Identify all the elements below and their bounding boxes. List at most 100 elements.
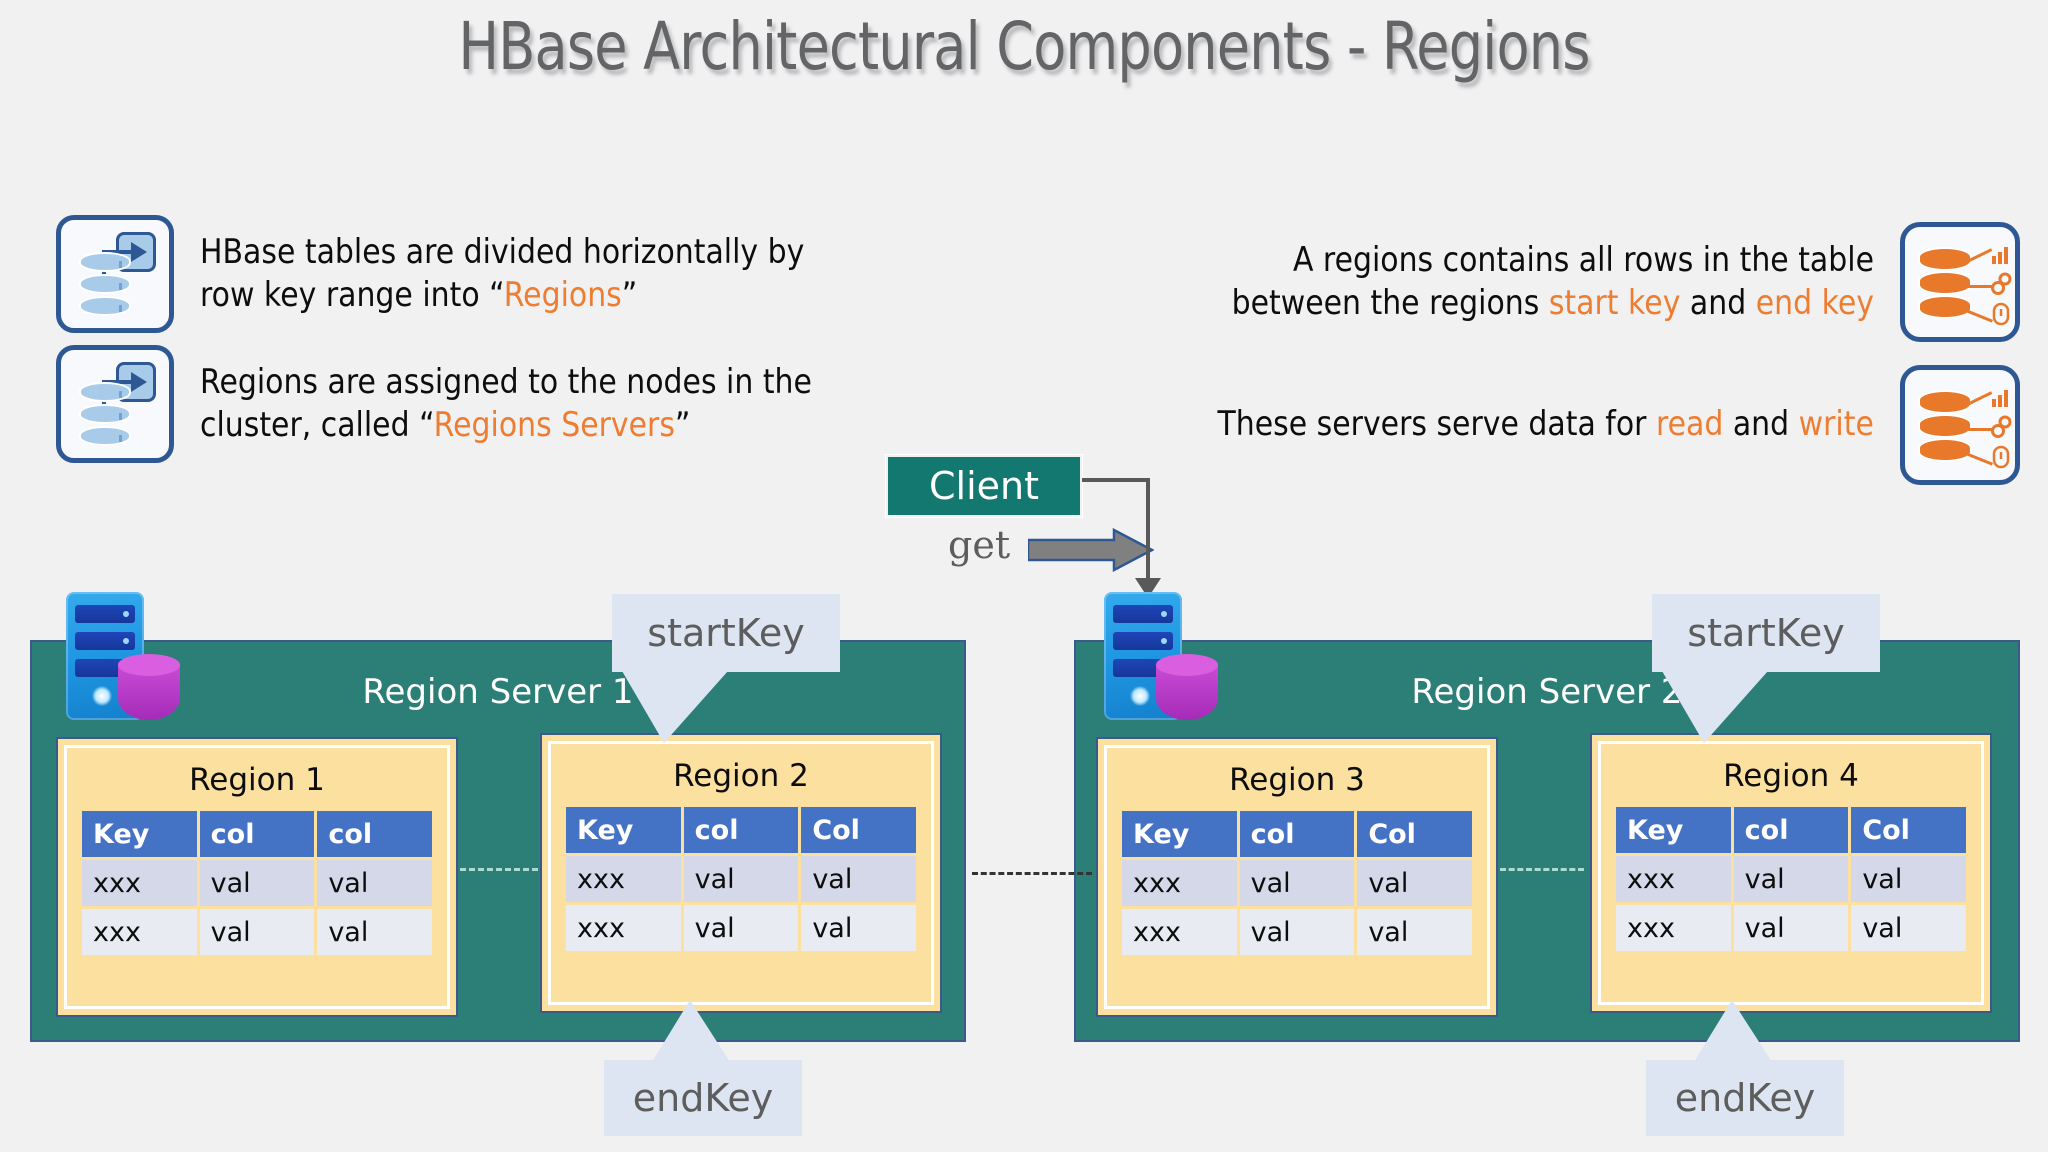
region-server-2-title: Region Server 2: [1411, 672, 1683, 712]
region-link-dashes-2: [1500, 868, 1584, 871]
table-row: xxx val val: [1616, 905, 1966, 951]
bullet-right-2-line1: These servers serve data for read and wr…: [1218, 403, 1874, 446]
highlight-regions: Regions: [503, 275, 622, 315]
cell-key: xxx: [1122, 909, 1237, 955]
region-3-card: Region 3 Key col Col xxx val val: [1096, 737, 1498, 1017]
server-tower-icon: [1098, 592, 1218, 727]
region-1-card: Region 1 Key col col xxx val val: [56, 737, 458, 1017]
bullet-right-2: These servers serve data for read and wr…: [1128, 365, 2020, 485]
cell-val-2: val: [1357, 860, 1472, 906]
region-1-name: Region 1: [189, 762, 325, 798]
column-header-key: Key: [1616, 807, 1731, 853]
region-3-table: Key col Col xxx val val xxx val val: [1119, 808, 1475, 958]
cell-key: xxx: [1616, 856, 1731, 902]
table-header-row: Key col Col: [566, 807, 916, 853]
db-to-node-icon: [56, 215, 174, 333]
cell-key: xxx: [566, 856, 681, 902]
highlight-regions-servers: Regions Servers: [433, 405, 675, 445]
bullet-left-2-line2: cluster, called “Regions Servers”: [200, 404, 812, 447]
db-to-node-icon: [56, 345, 174, 463]
callout-tail-end-key-2: [1694, 1000, 1772, 1062]
cell-val-1: val: [1733, 905, 1849, 951]
table-row: xxx val val: [566, 856, 916, 902]
arrow-head-icon: [131, 372, 147, 392]
cell-val-1: val: [683, 905, 799, 951]
bullet-left-1: HBase tables are divided horizontally by…: [56, 215, 887, 333]
column-header-col-2: Col: [801, 807, 916, 853]
text-segment: These servers serve data for: [1217, 404, 1657, 445]
server-link-dashes: [972, 872, 1092, 875]
text-segment: HBase tables are divided horizontally by: [200, 231, 805, 272]
column-header-key: Key: [566, 807, 681, 853]
region-server-1-title: Region Server 1: [362, 672, 634, 712]
callout-label: endKey: [632, 1076, 774, 1120]
table-header-row: Key col col: [82, 811, 432, 857]
text-segment: row key range into “: [200, 275, 504, 315]
bullet-left-1-line1: HBase tables are divided horizontally by: [200, 231, 804, 274]
column-header-col-2: Col: [1357, 811, 1472, 857]
callout-start-key-2: startKey: [1652, 594, 1880, 672]
bar-chart-icon: [1992, 247, 2008, 264]
region-2-table: Key col Col xxx val val xxx val val: [563, 804, 919, 954]
table-row: xxx val val: [566, 905, 916, 951]
client-label: Client: [928, 464, 1039, 508]
text-segment: between the regions: [1231, 283, 1549, 323]
connector-ray: [1961, 285, 1993, 288]
get-arrow-icon: [1028, 528, 1154, 572]
cell-val-1: val: [1733, 856, 1849, 902]
cell-val-1: val: [1239, 909, 1355, 955]
gears-icon: [1991, 415, 2012, 438]
region-4-card: Region 4 Key col Col xxx val val: [1590, 733, 1992, 1013]
bullet-left-1-line2: row key range into “Regions”: [200, 274, 804, 317]
connector-ray: [1961, 428, 1993, 431]
region-2-name: Region 2: [673, 758, 809, 794]
table-row: xxx val val: [1122, 909, 1472, 955]
region-3-name: Region 3: [1229, 762, 1365, 798]
column-header-col-2: col: [317, 811, 432, 857]
cell-val-2: val: [801, 905, 916, 951]
cell-val-1: val: [1239, 860, 1355, 906]
cell-key: xxx: [566, 905, 681, 951]
text-segment: and: [1680, 283, 1756, 323]
callout-label: startKey: [647, 611, 805, 655]
text-segment: A regions contains all rows in the table: [1292, 239, 1874, 280]
arrow-head-icon: [131, 242, 147, 262]
column-header-key: Key: [82, 811, 197, 857]
text-segment: ”: [621, 275, 638, 315]
table-row: xxx val val: [82, 860, 432, 906]
cell-key: xxx: [82, 909, 197, 955]
table-row: xxx val val: [82, 909, 432, 955]
column-header-col-2: Col: [1851, 807, 1966, 853]
server-tower-icon: [60, 592, 180, 727]
bar-chart-icon: [1992, 390, 2008, 407]
database-cylinder-icon: [79, 382, 131, 448]
bullet-left-2-line1: Regions are assigned to the nodes in the: [200, 361, 812, 404]
table-row: xxx val val: [1122, 860, 1472, 906]
client-box[interactable]: Client: [886, 455, 1082, 517]
region-1-table: Key col col xxx val val xxx val val: [79, 808, 435, 958]
highlight-read: read: [1656, 404, 1724, 445]
cell-val-2: val: [1851, 856, 1966, 902]
callout-label: endKey: [1674, 1076, 1816, 1120]
cell-val-2: val: [317, 860, 432, 906]
region-link-dashes-1: [460, 868, 538, 871]
database-cylinder-icon: [79, 252, 131, 318]
cell-val-2: val: [1357, 909, 1472, 955]
gears-icon: [1991, 272, 2012, 295]
text-segment: and: [1723, 404, 1799, 445]
storage-cylinder-icon: [1156, 654, 1218, 726]
get-operation-label: get: [948, 523, 1011, 567]
client-connector-vertical: [1146, 478, 1150, 580]
cell-key: xxx: [1616, 905, 1731, 951]
bullet-right-1-line2: between the regions start key and end ke…: [1232, 282, 1874, 325]
column-header-col-1: col: [1239, 811, 1355, 857]
storage-cylinder-icon: [118, 654, 180, 726]
callout-end-key-1: endKey: [604, 1060, 802, 1136]
gauge-clock-icon: [1992, 445, 2010, 469]
orange-db-services-icon: [1900, 222, 2020, 342]
text-segment: cluster, called “: [200, 405, 434, 445]
callout-tail-end-key-1: [652, 1000, 730, 1062]
highlight-start-key: start key: [1548, 283, 1681, 323]
text-segment: Regions are assigned to the nodes in the: [200, 361, 812, 402]
text-segment: ”: [674, 405, 691, 445]
